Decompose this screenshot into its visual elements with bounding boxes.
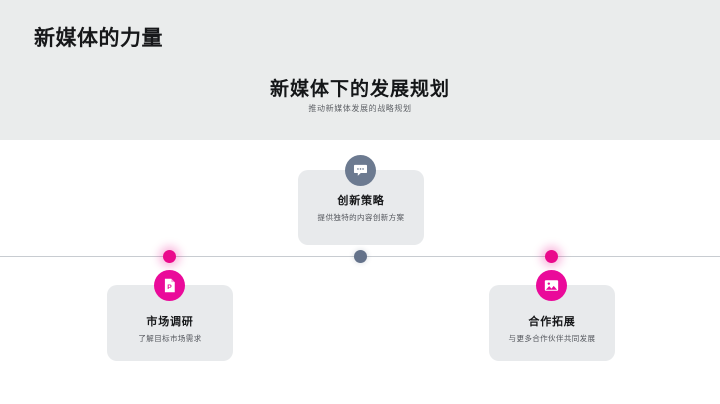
header-band	[0, 0, 720, 140]
timeline-node-partnership-expansion[interactable]	[545, 250, 558, 263]
main-title: 新媒体下的发展规划	[269, 79, 450, 100]
card-description: 与更多合作伙伴共同发展	[508, 334, 596, 343]
card-title: 创新策略	[337, 195, 385, 207]
timeline-node-market-research[interactable]	[163, 250, 176, 263]
chat-bubble-icon[interactable]	[345, 155, 376, 186]
card-innovation-strategy[interactable]: 创新策略 提供独特的内容创新方案	[298, 170, 424, 245]
card-title: 合作拓展	[528, 316, 576, 328]
svg-text:P: P	[167, 284, 172, 291]
timeline-node-innovation-strategy[interactable]	[354, 250, 367, 263]
file-p-icon[interactable]: P	[154, 270, 185, 301]
card-title: 市场调研	[146, 316, 194, 328]
page-title: 新媒体的力量	[34, 27, 163, 50]
card-description: 提供独特的内容创新方案	[317, 213, 405, 222]
image-icon[interactable]	[536, 270, 567, 301]
card-description: 了解目标市场需求	[138, 334, 202, 343]
main-subtitle: 推动新媒体发展的战略规划	[308, 104, 412, 113]
